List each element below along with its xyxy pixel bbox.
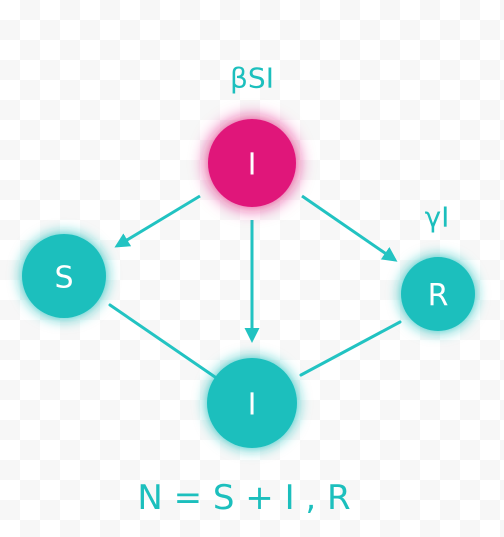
arrow-i-to-r	[301, 194, 398, 262]
node-recovered-label: R	[428, 279, 449, 314]
arrow-i-to-s	[114, 194, 201, 248]
recovery-rate-label: γI	[425, 201, 450, 234]
node-infected-top-label: I	[248, 148, 257, 183]
node-susceptible: S	[22, 234, 106, 318]
edge-i-bottom-to-r	[299, 320, 402, 377]
edge-s-to-i-bottom	[108, 303, 217, 379]
infection-rate-label: βSI	[230, 62, 274, 95]
population-formula: N = S + I , R	[137, 478, 350, 518]
node-recovered: R	[401, 257, 475, 331]
node-infected-bottom-circle	[207, 358, 297, 448]
node-infected-top-circle	[208, 119, 296, 207]
node-recovered-circle	[401, 257, 475, 331]
node-susceptible-circle	[22, 234, 106, 318]
node-susceptible-label: S	[54, 261, 73, 296]
node-infected-top: I	[208, 119, 296, 207]
node-infected-bottom: I	[207, 358, 297, 448]
node-infected-bottom-label: I	[248, 388, 257, 423]
